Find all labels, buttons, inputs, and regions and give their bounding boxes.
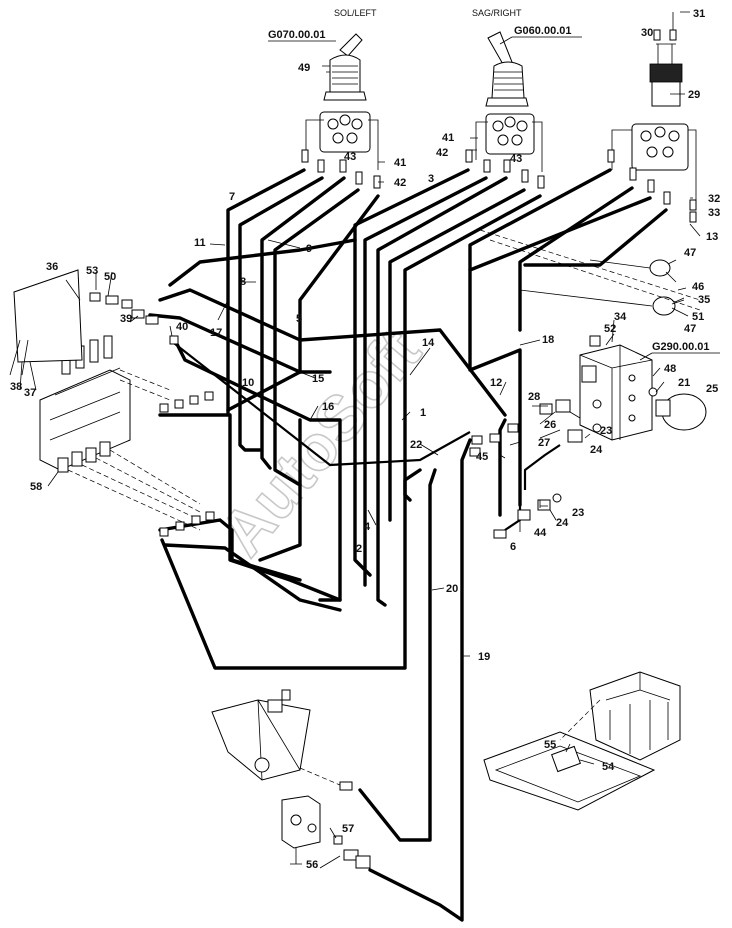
pedal-valve-29	[611, 12, 697, 200]
callout-42b: 42	[436, 147, 448, 159]
hose-bundle	[148, 168, 668, 922]
callout-42a: 42	[394, 177, 406, 189]
callout-13: 13	[706, 231, 718, 243]
callout-5: 5	[296, 313, 302, 325]
callout-47b: 47	[684, 323, 696, 335]
pressure-switches	[479, 229, 701, 316]
code-right-underline	[499, 36, 582, 45]
callout-56: 56	[306, 859, 318, 871]
callout-8: 8	[240, 276, 246, 288]
callout-23b: 23	[572, 507, 584, 519]
callout-6: 6	[510, 541, 516, 553]
callout-48: 48	[664, 363, 676, 375]
callouts: 49 31 30 29 41 42 43 43 41 42 3 7 32 33 …	[10, 8, 720, 871]
header-right: SAG/RIGHT	[472, 8, 522, 18]
callout-46: 46	[692, 281, 704, 293]
right-joystick	[475, 31, 543, 172]
callout-15: 15	[312, 373, 324, 385]
callout-24a: 24	[590, 444, 603, 456]
callout-51: 51	[692, 311, 704, 323]
callout-39: 39	[120, 313, 132, 325]
callout-21: 21	[678, 377, 690, 389]
code-valve-underline	[639, 352, 720, 361]
callout-9: 9	[306, 243, 312, 255]
callout-27: 27	[538, 437, 550, 449]
callout-24b: 24	[556, 517, 569, 529]
callout-49: 49	[298, 62, 310, 74]
callout-7: 7	[229, 191, 235, 203]
left-joystick	[305, 33, 379, 170]
callout-58: 58	[30, 481, 42, 493]
callout-54: 54	[602, 761, 615, 773]
callout-55: 55	[544, 739, 556, 751]
callout-36: 36	[46, 261, 58, 273]
callout-2: 2	[356, 543, 362, 555]
leader-lines	[19, 11, 701, 869]
callout-35: 35	[698, 294, 710, 306]
callout-44: 44	[534, 527, 547, 539]
header-left: SOL/LEFT	[334, 8, 377, 18]
hydraulic-tank	[211, 689, 353, 791]
callout-3: 3	[428, 173, 434, 185]
callout-37: 37	[24, 387, 36, 399]
callout-32: 32	[708, 193, 720, 205]
operator-cab	[483, 671, 681, 811]
callout-16: 16	[322, 401, 334, 413]
callout-47a: 47	[684, 247, 696, 259]
callout-28: 28	[528, 391, 540, 403]
callout-57: 57	[342, 823, 354, 835]
valve-block-g290	[469, 335, 707, 539]
callout-11: 11	[194, 237, 206, 249]
callout-34: 34	[614, 311, 627, 323]
callout-43b: 43	[510, 153, 522, 165]
callout-53: 53	[86, 265, 98, 277]
callout-1: 1	[420, 407, 426, 419]
code-left-joystick: G070.00.01	[268, 29, 326, 41]
callout-38: 38	[10, 381, 22, 393]
callout-18: 18	[542, 334, 554, 346]
brake-valve	[281, 795, 371, 869]
callout-40: 40	[176, 321, 188, 333]
callout-29: 29	[688, 89, 700, 101]
callout-33: 33	[708, 207, 720, 219]
callout-17: 17	[210, 327, 222, 339]
callout-14: 14	[422, 337, 435, 349]
callout-43a: 43	[344, 151, 356, 163]
code-right-joystick: G060.00.01	[514, 25, 572, 37]
fittings-left	[89, 292, 215, 537]
callout-31: 31	[693, 8, 705, 20]
callout-12: 12	[490, 377, 502, 389]
callout-22: 22	[410, 439, 422, 451]
callout-19: 19	[478, 651, 490, 663]
callout-41b: 41	[442, 132, 454, 144]
callout-30: 30	[641, 27, 653, 39]
control-valve-left	[9, 269, 201, 531]
callout-26: 26	[544, 419, 556, 431]
callout-45: 45	[476, 451, 488, 463]
top-fittings	[301, 149, 697, 223]
callout-23a: 23	[600, 425, 612, 437]
callout-20: 20	[446, 583, 458, 595]
callout-50: 50	[104, 271, 116, 283]
callout-25: 25	[706, 383, 718, 395]
callout-41a: 41	[394, 157, 406, 169]
code-valve-block: G290.00.01	[652, 341, 710, 353]
callout-4: 4	[364, 521, 371, 533]
callout-52: 52	[604, 323, 616, 335]
callout-10: 10	[242, 377, 254, 389]
